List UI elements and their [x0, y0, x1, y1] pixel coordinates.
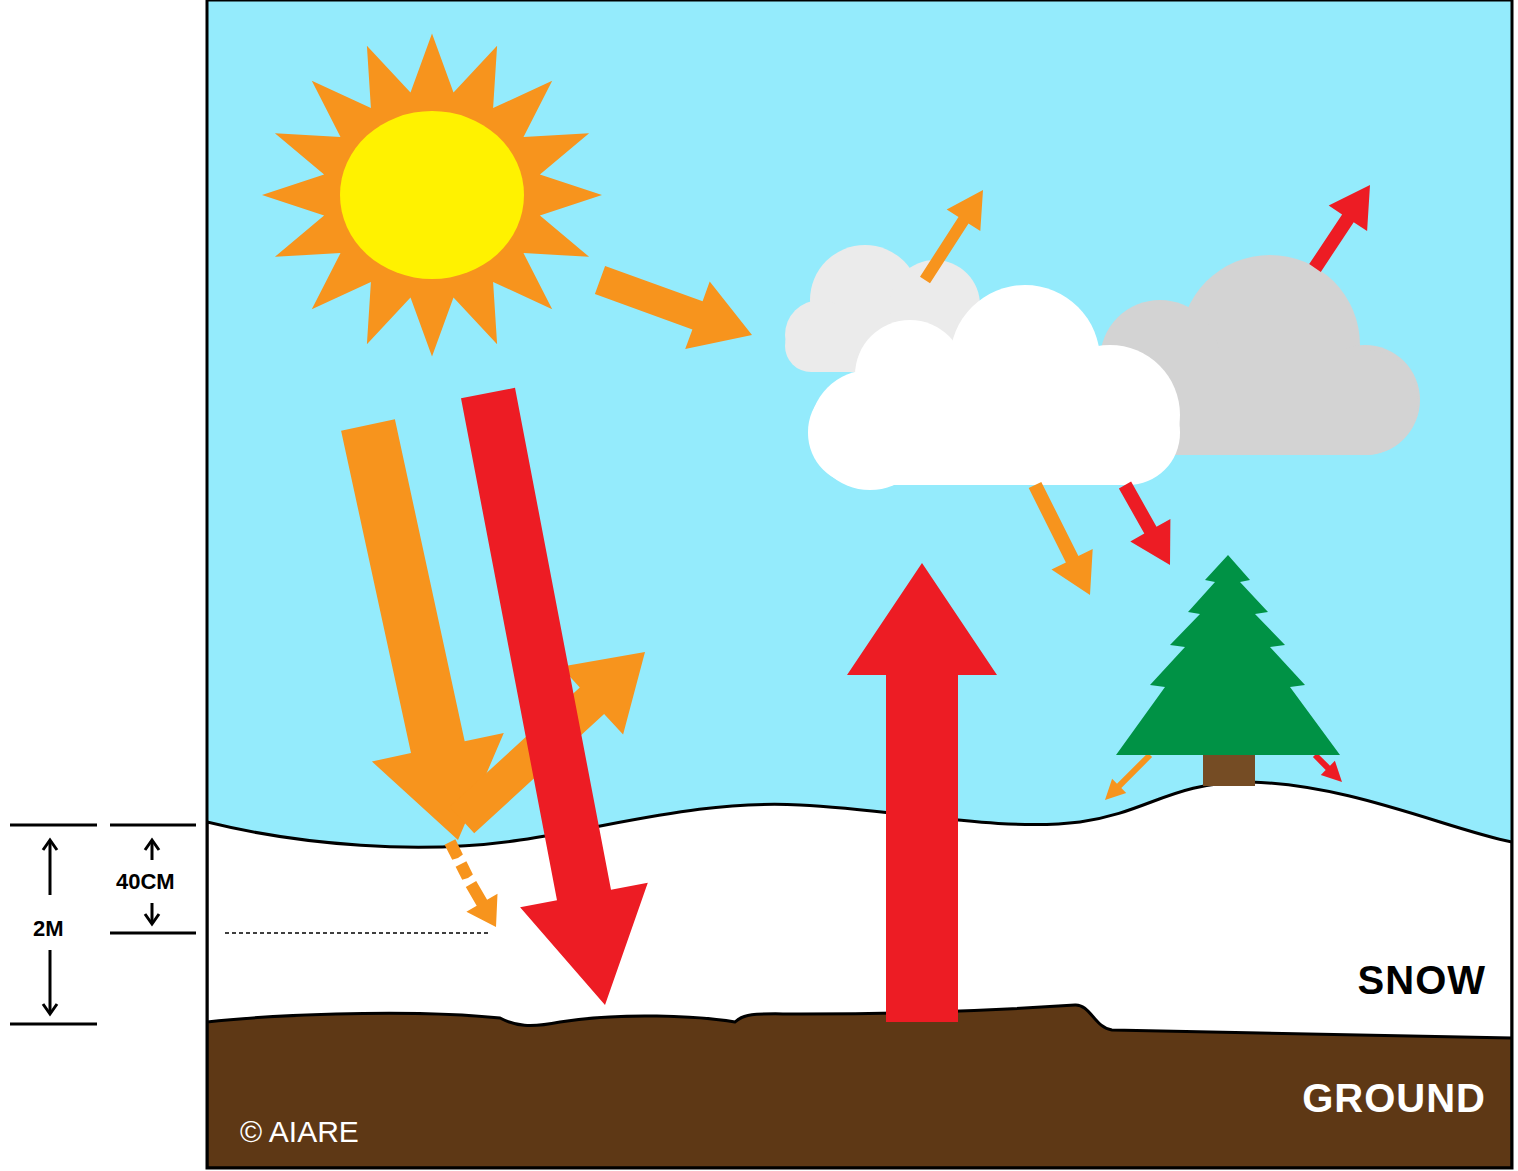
radiation-arrows	[341, 185, 1370, 1022]
snow-band: SNOW	[207, 778, 1512, 1050]
ground-band: GROUND	[207, 1000, 1512, 1168]
penetrating-arrow	[445, 839, 463, 860]
penetrating-arrow	[466, 881, 498, 927]
dimension-label: 2M	[33, 916, 64, 942]
cloud-gray	[1100, 255, 1420, 455]
longwave-arrow	[461, 388, 648, 1005]
solar-arrow	[595, 266, 752, 349]
cloud-light	[785, 245, 980, 372]
dimension-label: 40CM	[116, 869, 175, 895]
sun	[262, 34, 602, 357]
depth-line	[225, 932, 490, 934]
solar-arrow	[1105, 753, 1152, 800]
solar-arrow	[920, 190, 983, 283]
longwave-arrow	[847, 563, 997, 1022]
band-label: SNOW	[1358, 958, 1486, 1003]
solar-arrow	[341, 419, 504, 840]
penetrating-arrow	[456, 861, 473, 880]
tree	[1116, 555, 1340, 786]
solar-arrow	[1029, 482, 1093, 595]
band-label: GROUND	[1302, 1076, 1486, 1121]
longwave-arrow	[1119, 482, 1171, 565]
frame	[207, 0, 1512, 1168]
sky	[207, 0, 1512, 1168]
longwave-arrow	[1313, 753, 1342, 782]
reflected-arrow	[450, 652, 645, 833]
sun-rays	[262, 34, 602, 357]
snow-band-shape	[207, 778, 1512, 1050]
longwave-arrow	[1309, 185, 1370, 272]
cloud-white	[808, 285, 1180, 490]
tree-trunk	[1203, 752, 1255, 786]
tree-crown	[1116, 555, 1340, 755]
dimension-marks	[10, 825, 196, 1024]
sun-disc	[340, 111, 524, 279]
